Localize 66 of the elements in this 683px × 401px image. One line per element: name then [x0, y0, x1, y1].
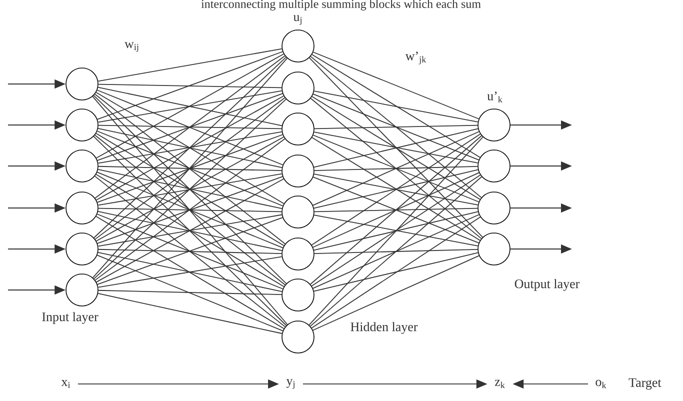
connection-line: [314, 248, 478, 254]
connection-line: [311, 216, 481, 328]
connection-line: [314, 252, 478, 292]
connection-line: [98, 290, 282, 296]
weight-label: w$_{ij}$: [124, 42, 138, 52]
connection-line: [98, 166, 282, 172]
weight-label: w’$_{jk}$: [405, 52, 426, 64]
neuron-circle: [282, 320, 314, 354]
connection-line: [98, 208, 282, 212]
connection-line: [308, 57, 484, 238]
neuron-circle: [66, 232, 98, 266]
connection-line: [98, 48, 282, 82]
connection-line: [308, 136, 484, 326]
variable-label: x$_{i}$: [61, 380, 70, 388]
connection-line: [312, 96, 480, 200]
variable-label: z$_{k}$: [494, 380, 505, 388]
neuron-circle: [66, 192, 98, 224]
connection-line: [92, 58, 288, 278]
connection-line: [96, 216, 284, 330]
neuron-circle: [66, 108, 98, 142]
connection-line: [96, 254, 284, 332]
connection-line: [310, 56, 482, 198]
neuron-circle: [478, 108, 510, 142]
connection-line: [310, 176, 482, 327]
layer-label: Hidden layer: [350, 322, 418, 334]
neuron-circle: [282, 154, 314, 188]
neuron-circle: [66, 150, 98, 182]
connection-line: [96, 51, 284, 120]
connection-line: [311, 174, 481, 286]
neuron-circle: [282, 238, 314, 270]
connection-line: [92, 96, 288, 325]
connection-line: [310, 135, 482, 285]
neuron-circle: [282, 196, 314, 228]
connection-line: [93, 136, 287, 326]
neuron-circle: [282, 72, 314, 104]
neuron-circle: [66, 274, 98, 306]
connection-line: [94, 56, 286, 238]
neuron-circle: [282, 278, 314, 312]
layer-label: Output layer: [514, 279, 580, 291]
neuron-circle: [478, 192, 510, 224]
neuron-circle: [66, 68, 98, 100]
neuron-circle: [478, 232, 510, 266]
connection-line: [312, 52, 480, 120]
neuron-circle: [282, 112, 314, 146]
connection-line: [98, 84, 282, 88]
connection-line: [314, 208, 478, 212]
connection-line: [310, 98, 482, 240]
neuron-circle: [478, 150, 510, 182]
connection-line: [312, 214, 480, 289]
connection-line: [98, 248, 282, 254]
connection-line: [312, 94, 480, 160]
caption-text: interconnecting multiple summing blocks which each sum: [201, 0, 481, 10]
connection-line: [94, 176, 286, 328]
connection-line: [96, 54, 284, 158]
connection-line: [98, 293, 282, 334]
connection-line: [98, 124, 282, 130]
connection-line: [314, 90, 478, 122]
variable-label: o$_{k}$: [596, 380, 606, 388]
connection-line: [312, 54, 480, 158]
connection-line: [312, 255, 480, 331]
connection-line: [94, 55, 286, 199]
target-label: Target: [628, 378, 662, 390]
connection-line: [314, 124, 478, 130]
variable-label: y$_{j}$: [286, 379, 294, 389]
neuron-circle: [282, 30, 314, 62]
connection-line: [314, 166, 478, 172]
